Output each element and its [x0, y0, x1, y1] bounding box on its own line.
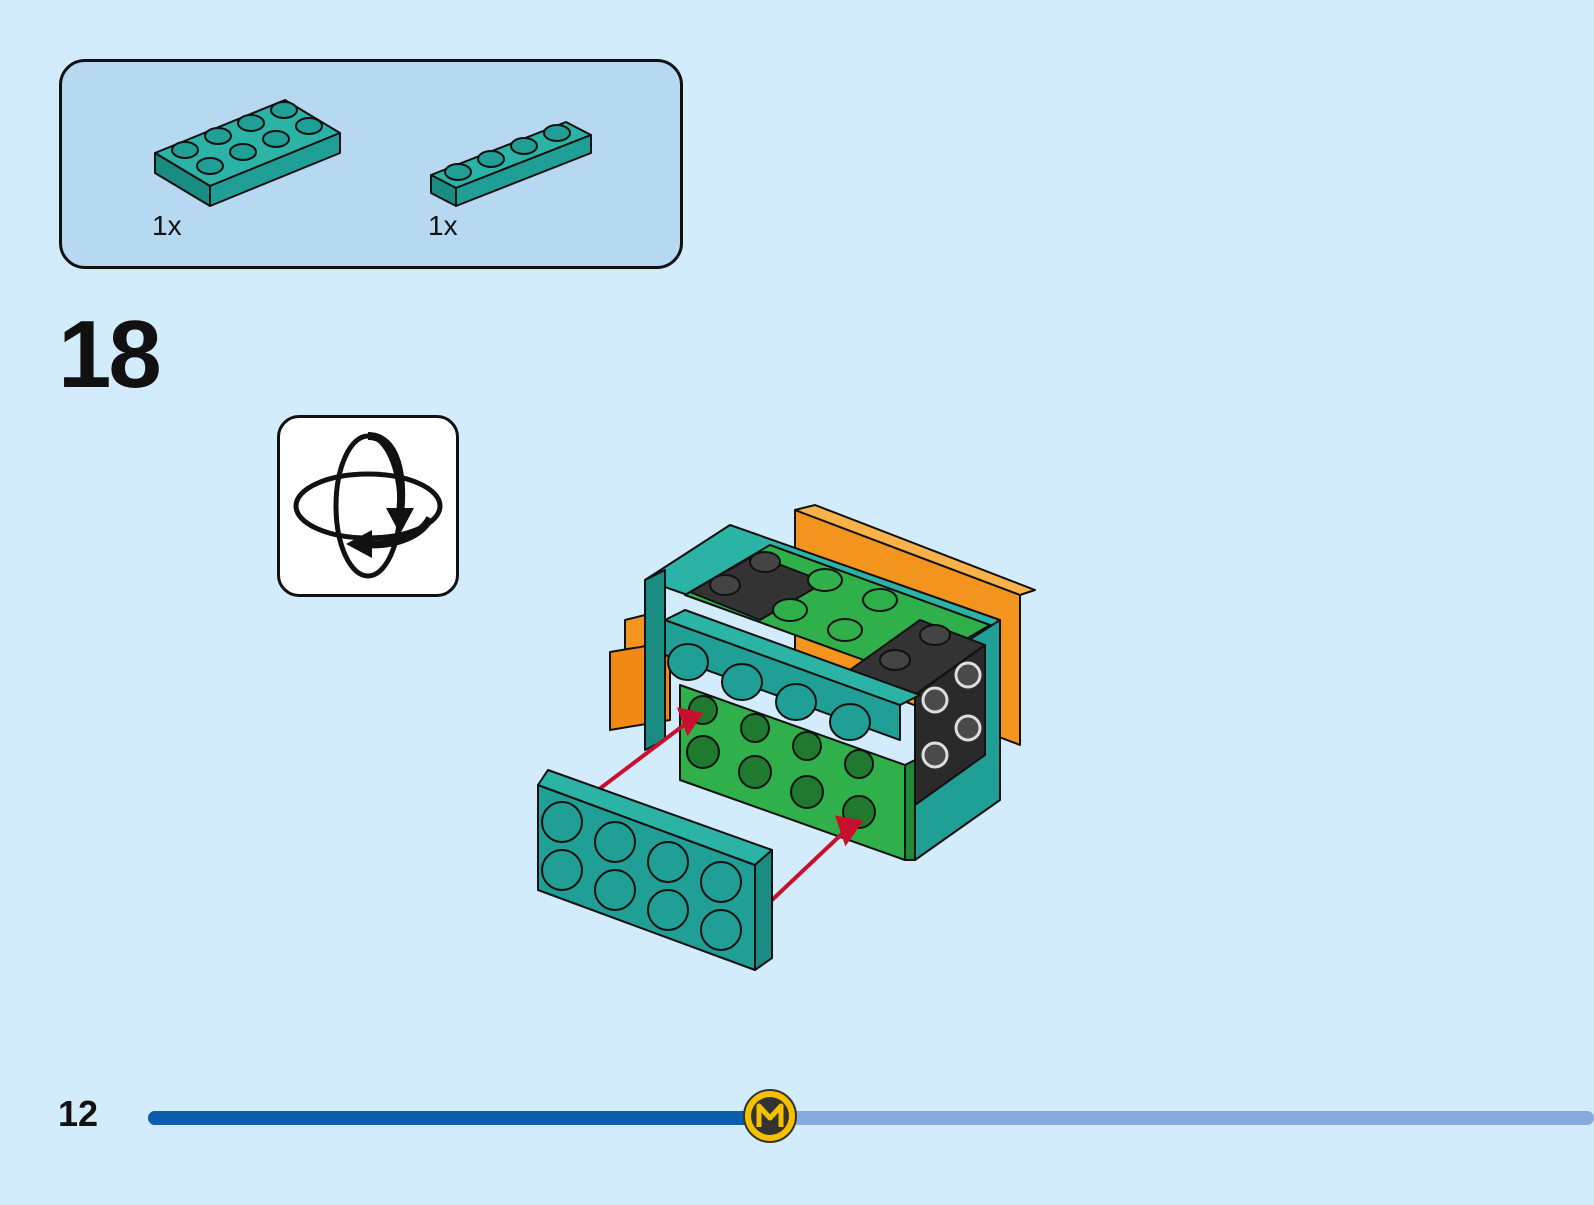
- parts-list-panel: 1x 1x: [59, 59, 683, 269]
- teal-plate-1x4-icon: [430, 121, 592, 207]
- step-number: 18: [58, 301, 162, 408]
- page-number: 12: [58, 1093, 99, 1134]
- part-quantity: 1x: [428, 210, 458, 241]
- rotate-model-callout: [277, 415, 459, 597]
- part-quantity: 1x: [152, 210, 182, 241]
- loose-teal-plate: [537, 769, 773, 971]
- teal-plate-2x4-icon: [154, 99, 341, 207]
- rotate-model-icon: [293, 432, 443, 579]
- progress-bar: [148, 1111, 1594, 1125]
- assembly-illustration: [537, 504, 1036, 971]
- placement-arrows: [596, 707, 864, 902]
- minions-m-logo-icon: [743, 1089, 797, 1143]
- progress-bar-fill: [148, 1111, 770, 1125]
